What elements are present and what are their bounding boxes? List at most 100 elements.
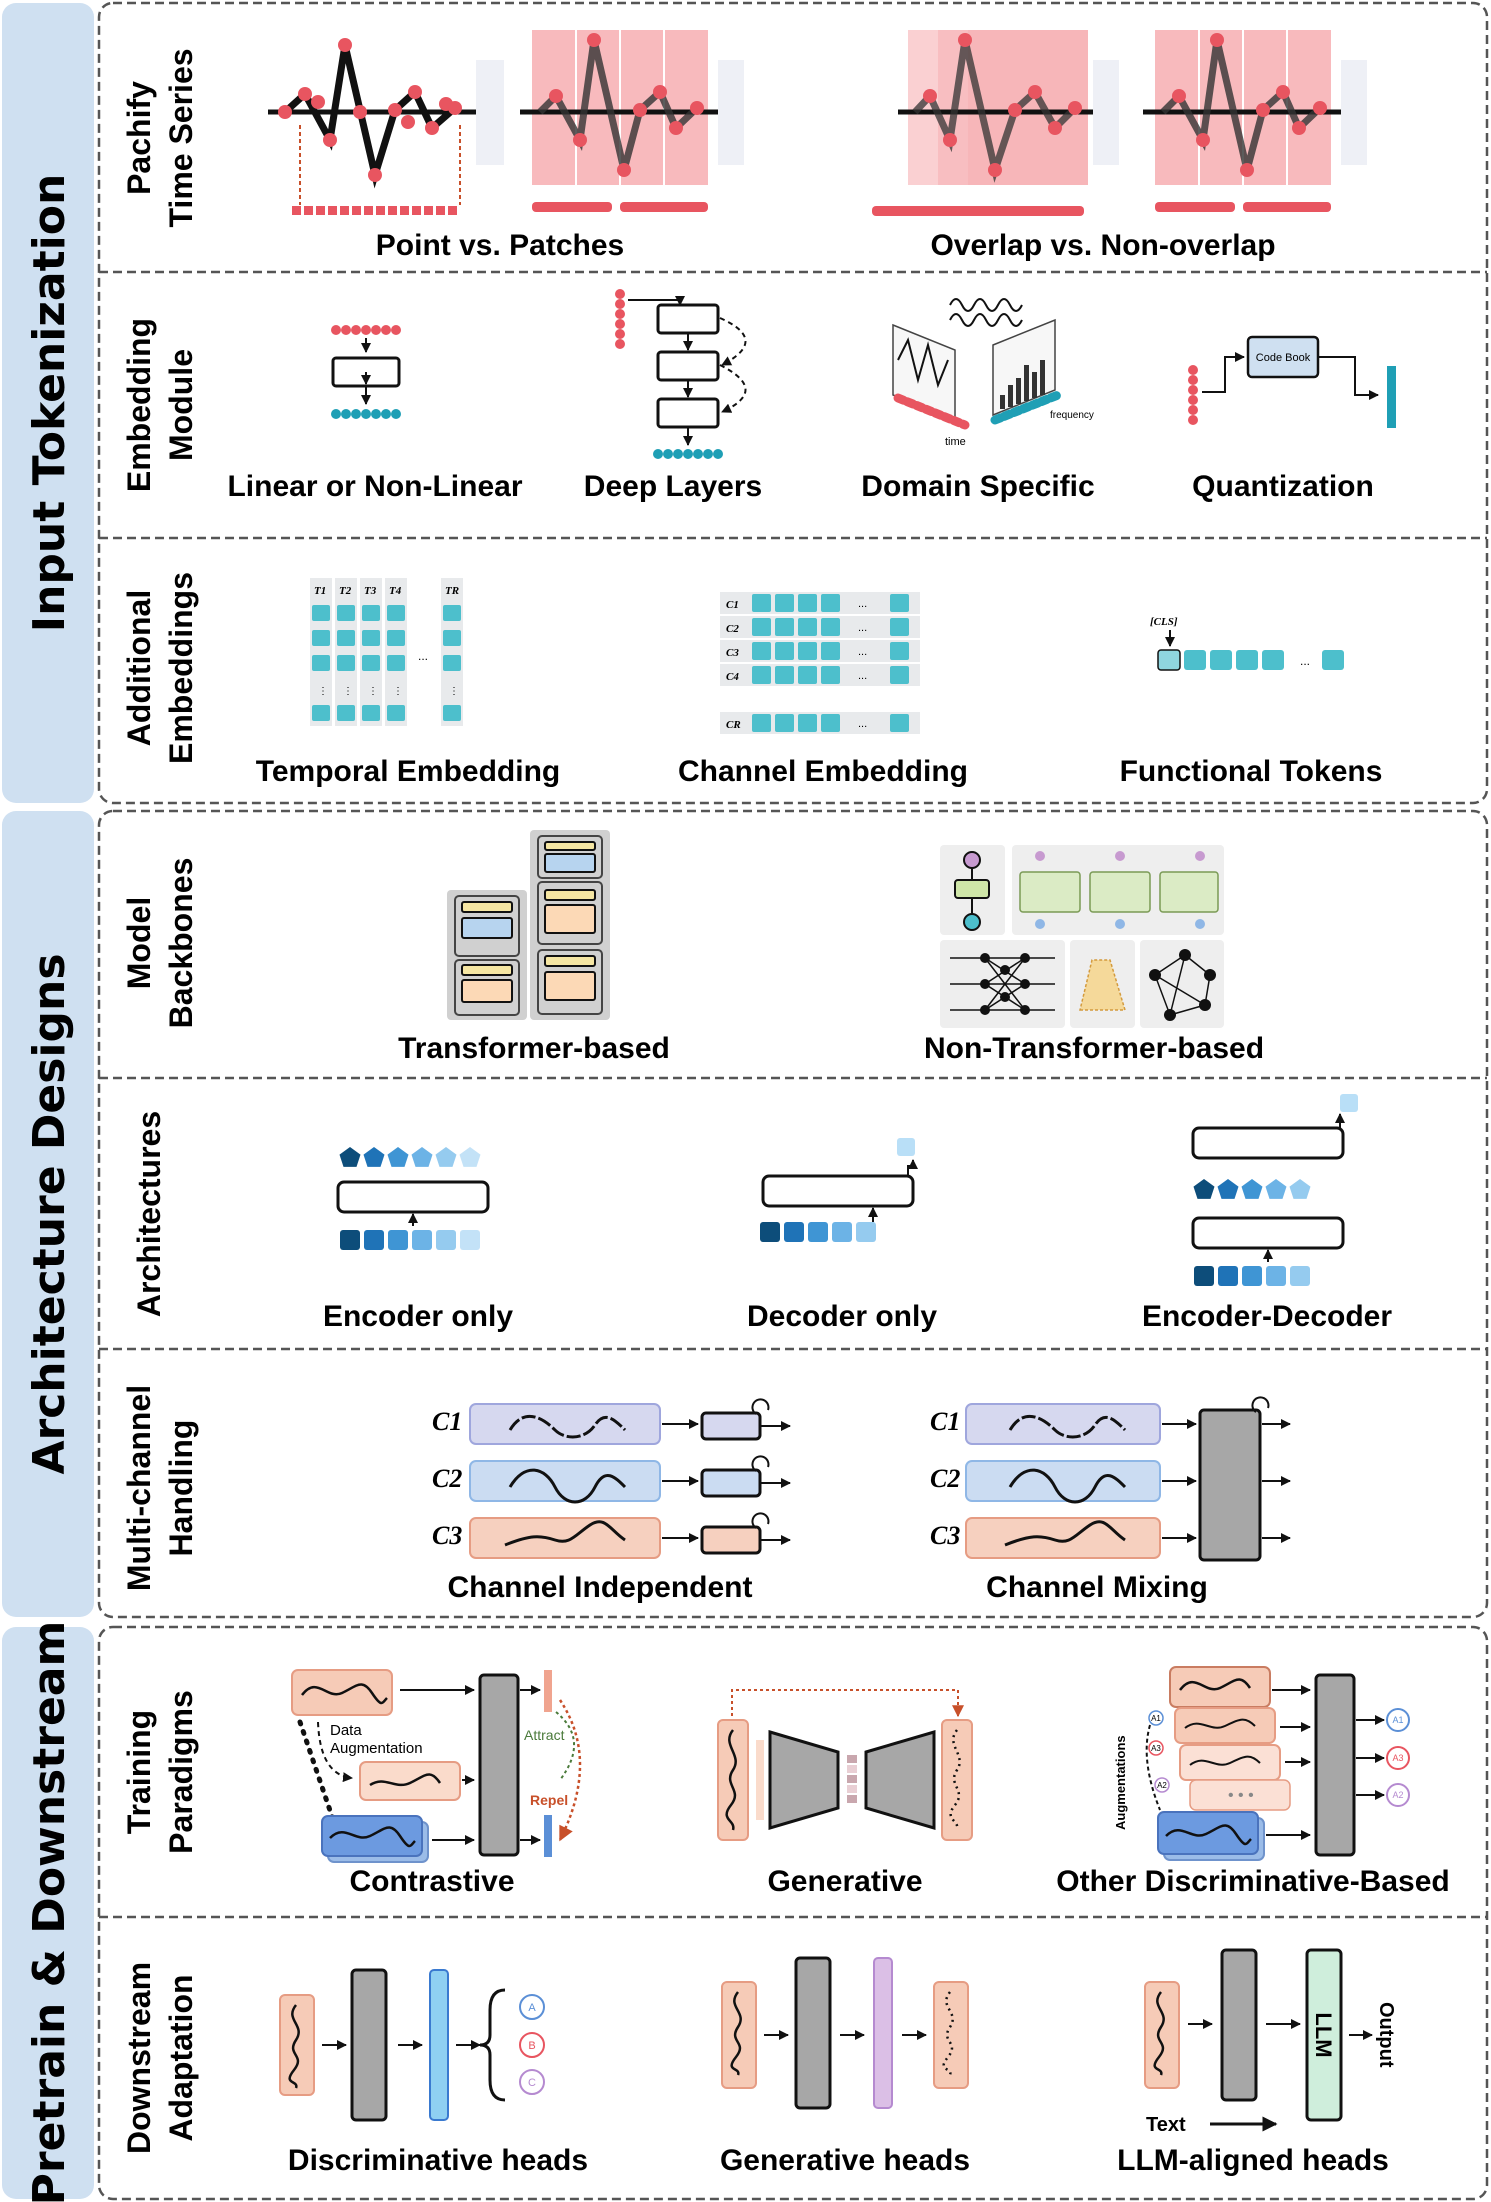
ellipsis: ⋮ <box>393 686 403 697</box>
temporal-cell <box>387 705 405 721</box>
output-label: Output <box>1375 2002 1397 2068</box>
channel-cell <box>752 594 771 612</box>
architectures-illustrations <box>336 1094 1358 1286</box>
token-pentagon <box>1217 1179 1239 1199</box>
channel-cell <box>775 714 794 732</box>
cls-label: [CLS] <box>1150 616 1178 628</box>
channel-cell <box>821 666 840 684</box>
caption-non-transformer: Non-Transformer-based <box>924 1032 1264 1065</box>
multichannel-illustrations: C1 C2 C3 C1 C2 C3 <box>432 1396 1291 1562</box>
token-square <box>364 1230 384 1250</box>
channel-cell <box>752 642 771 660</box>
svg-text:A1: A1 <box>1392 1715 1403 1725</box>
section-pretrain-downstream: Pretrain & Downstream <box>2 1621 94 2202</box>
svg-text:A1: A1 <box>1151 1714 1161 1723</box>
temporal-cell <box>443 705 461 721</box>
channel-cell <box>752 618 771 636</box>
temporal-header: T4 <box>389 585 402 597</box>
temporal-cell <box>362 630 380 646</box>
token-square <box>808 1222 828 1242</box>
token-pentagon <box>363 1147 385 1167</box>
cm-channel-1: C1 <box>930 1407 960 1436</box>
temporal-column <box>335 578 357 726</box>
token-square <box>1290 1266 1310 1286</box>
caption-point-vs-patches: Point vs. Patches <box>376 229 624 262</box>
section-title-input-tokenization: Input Tokenization <box>24 174 75 633</box>
token-pentagon <box>459 1147 481 1167</box>
temporal-cell <box>387 630 405 646</box>
token-pentagon <box>1193 1179 1215 1199</box>
channel-cell <box>798 714 817 732</box>
caption-deep-layers: Deep Layers <box>584 470 762 503</box>
patchify-illustrations <box>268 30 1367 216</box>
channel-header: C3 <box>726 647 739 659</box>
caption-temporal-embedding: Temporal Embedding <box>256 755 560 788</box>
section-architecture-designs: Architecture Designs <box>2 811 94 1617</box>
caption-encoder-decoder: Encoder-Decoder <box>1142 1300 1392 1333</box>
token-square <box>1194 1266 1214 1286</box>
svg-text:Data: Data <box>330 1722 362 1739</box>
ellipsis: ⋮ <box>449 686 459 697</box>
temporal-header: T2 <box>339 585 352 597</box>
ellipsis: ... <box>418 649 428 663</box>
token-pentagon <box>435 1147 457 1167</box>
svg-text:A2: A2 <box>1392 1790 1403 1800</box>
axis-frequency-label: frequency <box>1050 410 1094 421</box>
channel-header: C4 <box>726 671 739 683</box>
channel-cell <box>798 666 817 684</box>
caption-domain-specific: Domain Specific <box>861 470 1094 503</box>
svg-text:A3: A3 <box>1392 1753 1403 1763</box>
ci-channel-2: C2 <box>432 1464 462 1493</box>
channel-cell <box>890 714 909 732</box>
channel-cell <box>775 618 794 636</box>
channel-cell <box>821 642 840 660</box>
temporal-cell <box>362 605 380 621</box>
row-frames <box>97 1 1489 2201</box>
channel-cell <box>890 666 909 684</box>
channel-embedding-grid: C1...C2...C3...C4...CR... <box>720 592 920 734</box>
channel-header: C2 <box>726 623 739 635</box>
caption-transformer: Transformer-based <box>398 1032 670 1065</box>
llm-label: LLM <box>1311 2012 1336 2057</box>
token-square <box>1242 1266 1262 1286</box>
cm-channel-2: C2 <box>930 1464 960 1493</box>
ci-channel-3: C3 <box>432 1521 462 1550</box>
temporal-cell <box>312 655 330 671</box>
token-square <box>1266 1266 1286 1286</box>
svg-text:Augmentations: Augmentations <box>1113 1735 1128 1830</box>
caption-channel-mixing: Channel Mixing <box>986 1571 1208 1604</box>
temporal-header: TR <box>445 585 459 597</box>
ellipsis: ⋮ <box>368 686 378 697</box>
svg-text:A3: A3 <box>1151 1744 1161 1753</box>
section-title-architecture-designs: Architecture Designs <box>24 953 75 1474</box>
downstream-illustrations: A B C LLM Output Text <box>279 1948 1397 2136</box>
caption-llm-aligned-heads: LLM-aligned heads <box>1117 2144 1389 2177</box>
channel-cell <box>821 618 840 636</box>
token-square <box>436 1230 456 1250</box>
training-illustrations: Data Augmentation Attract Repel <box>291 1666 1410 1863</box>
temporal-cell <box>337 655 355 671</box>
caption-contrastive: Contrastive <box>349 1865 514 1898</box>
temporal-cell <box>337 630 355 646</box>
temporal-cell <box>443 605 461 621</box>
temporal-column <box>310 578 332 726</box>
channel-cell <box>775 642 794 660</box>
caption-channel-independent: Channel Independent <box>447 1571 752 1604</box>
additional-embedding-illustrations: T1⋮T2⋮T3⋮T4⋮TR⋮... C1...C2...C3...C4...C… <box>310 578 1344 734</box>
temporal-cell <box>312 605 330 621</box>
token-square <box>1218 1266 1238 1286</box>
temporal-header: T3 <box>364 585 377 597</box>
channel-cell <box>798 618 817 636</box>
caption-overlap: Overlap vs. Non-overlap <box>930 229 1275 262</box>
svg-text:• • •: • • • <box>1228 1787 1254 1804</box>
temporal-cell <box>362 655 380 671</box>
non-transformer-illustration <box>940 845 1224 1028</box>
token-pentagon <box>339 1147 361 1167</box>
token-square <box>832 1222 852 1242</box>
